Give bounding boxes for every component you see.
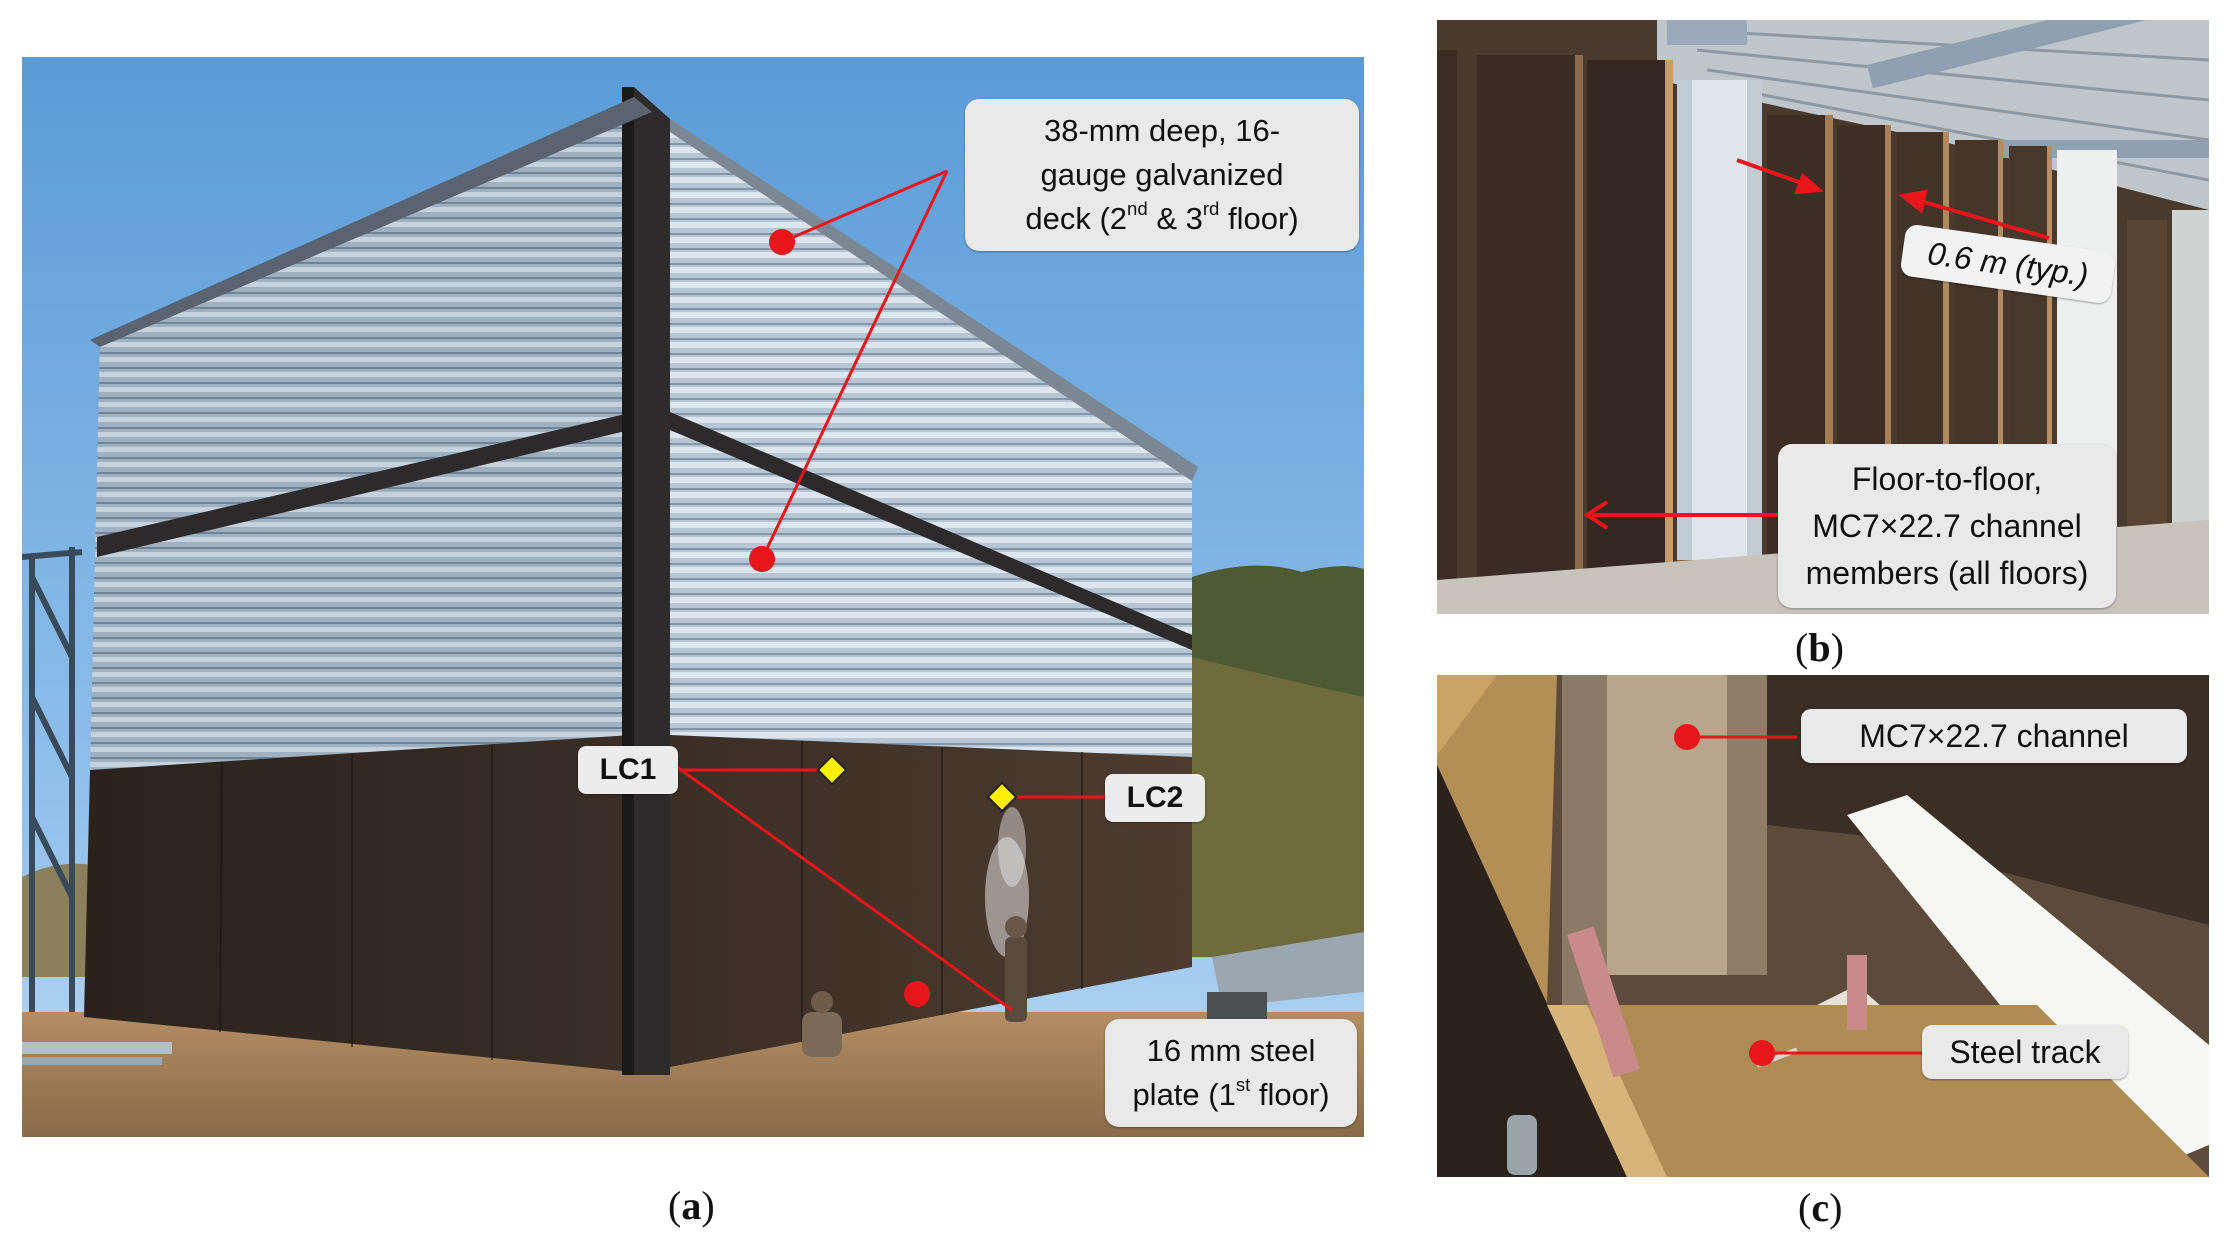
callout-deck: 38-mm deep, 16- gauge galvanized deck (2… [965, 99, 1359, 251]
callout-deck-line2: gauge galvanized [1040, 157, 1284, 192]
callout-plate-line1: 16 mm steel [1146, 1033, 1316, 1068]
photo-panel-c: MC7×22.7 channel Steel track [1437, 675, 2209, 1177]
callout-track: Steel track [1922, 1025, 2128, 1079]
photo-panel-a: 38-mm deep, 16- gauge galvanized deck (2… [22, 57, 1364, 1137]
callout-members: Floor-to-floor, MC7×22.7 channel members… [1778, 444, 2116, 608]
marker-deck-upper [769, 229, 795, 255]
callout-members-line3: members (all floors) [1805, 555, 2089, 591]
photo-panel-b: 0.6 m (typ.) Floor-to-floor, MC7×22.7 ch… [1437, 20, 2209, 614]
caption-c: (c) [1798, 1185, 1843, 1230]
callout-plate: 16 mm steel plate (1st floor) [1105, 1019, 1357, 1127]
interior-channels-illustration [1437, 20, 2209, 614]
marker-track [1749, 1040, 1775, 1066]
callout-plate-line2: plate (1st floor) [1132, 1074, 1330, 1112]
caption-b: (b) [1795, 625, 1844, 670]
caption-a: (a) [668, 1183, 715, 1228]
tag-lc1: LC1 [578, 746, 678, 794]
tag-lc2: LC2 [1105, 774, 1205, 822]
marker-deck-lower [749, 546, 775, 572]
marker-channel [1674, 724, 1700, 750]
callout-members-line2: MC7×22.7 channel [1812, 508, 2082, 544]
callout-deck-line1: 38-mm deep, 16- [1043, 113, 1281, 148]
callout-members-line1: Floor-to-floor, [1851, 461, 2043, 497]
marker-plate [904, 981, 930, 1007]
callout-channel: MC7×22.7 channel [1801, 709, 2187, 763]
callout-deck-line3: deck (2nd & 3rd floor) [1025, 198, 1299, 236]
